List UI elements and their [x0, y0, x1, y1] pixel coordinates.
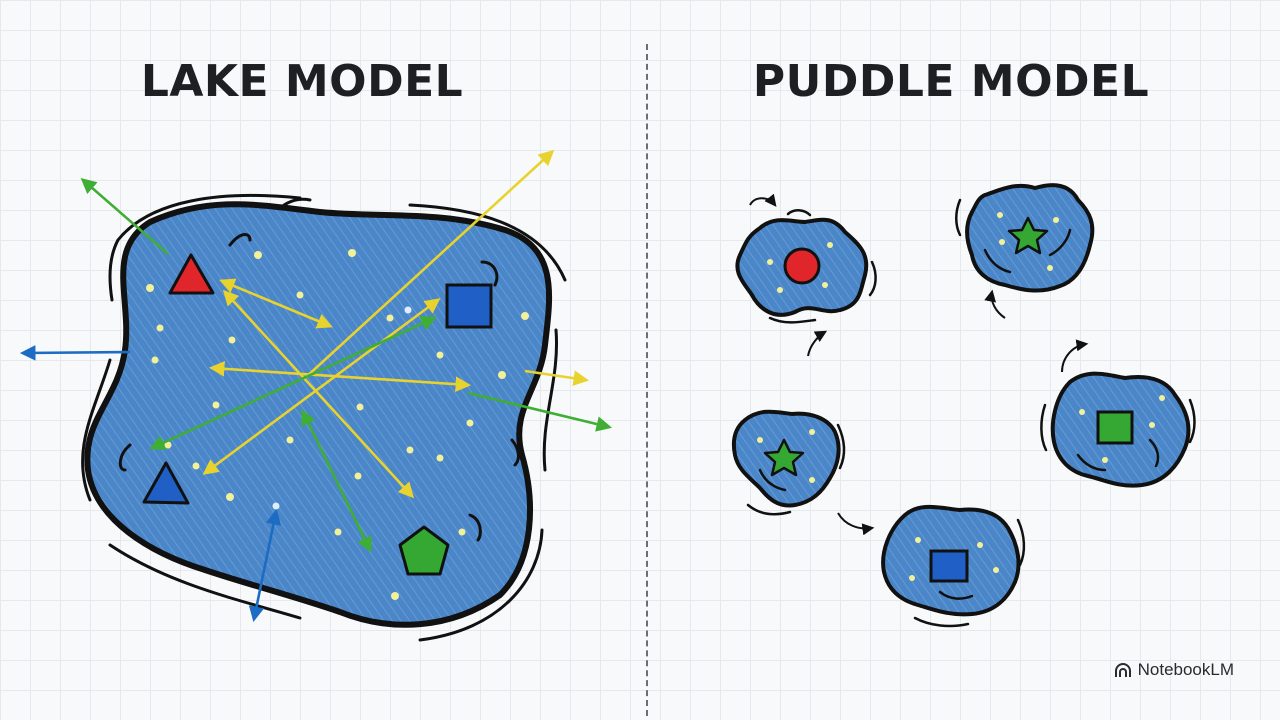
- yellow-arrow: [524, 369, 590, 386]
- red-circle: [783, 247, 821, 285]
- puddle-model-title: PUDDLE MODEL: [752, 56, 1150, 107]
- puddle-blue-square: [881, 504, 1026, 628]
- lake: [19, 149, 613, 642]
- green-arrow: [149, 316, 437, 450]
- green-square: [1096, 410, 1134, 445]
- green-star: [763, 438, 805, 477]
- puddle-green-square: [1040, 339, 1196, 488]
- blue-arrow: [248, 508, 282, 623]
- puddle-green-star-left: [731, 409, 875, 536]
- green-pentagon: [398, 525, 450, 576]
- blue-triangle: [142, 461, 190, 505]
- puddles: [731, 183, 1196, 628]
- lake-model-title: LAKE MODEL: [140, 56, 464, 107]
- branding-label: NotebookLM: [1137, 660, 1234, 679]
- green-star: [1007, 216, 1049, 255]
- puddle-green-star-top: [955, 183, 1095, 319]
- notebooklm-branding: NotebookLM: [1114, 660, 1234, 680]
- blue-square: [445, 283, 493, 329]
- green-arrow: [80, 177, 169, 255]
- blue-square: [929, 549, 969, 583]
- notebooklm-logo-icon: [1114, 663, 1131, 677]
- green-arrow: [301, 409, 372, 553]
- center-divider: [646, 44, 648, 716]
- red-triangle: [168, 253, 215, 295]
- lake-sketch-outline: [81, 193, 567, 642]
- puddle-red-circle: [735, 193, 877, 357]
- lake-body: [84, 201, 553, 628]
- blue-arrow: [19, 345, 131, 361]
- lake-arrows: [19, 149, 613, 623]
- green-arrow: [467, 391, 613, 432]
